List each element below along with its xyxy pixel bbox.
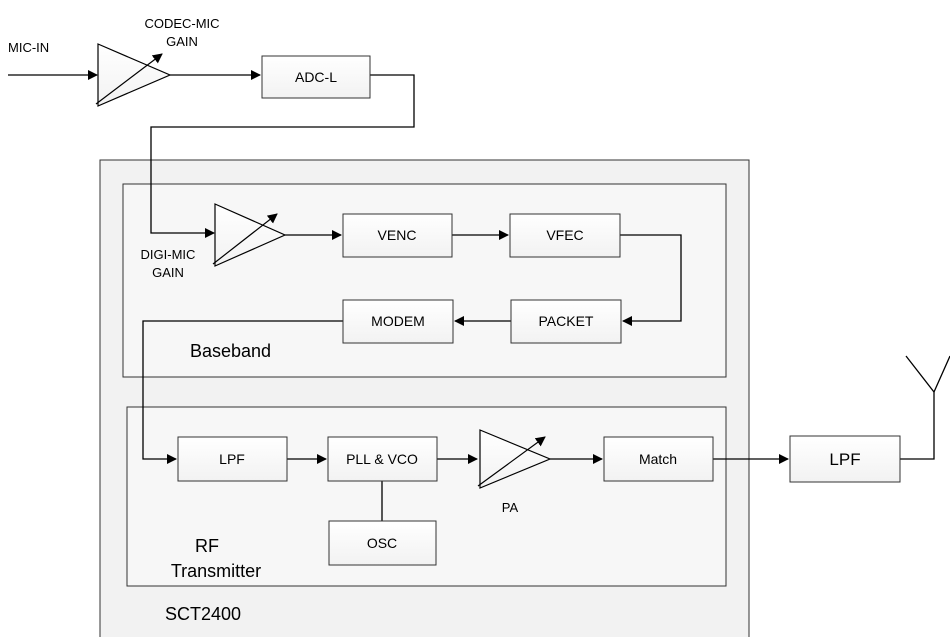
adc-block (261, 55, 371, 99)
codec-mic-gain-amplifier-icon (95, 43, 172, 107)
modem-label: MODEM (371, 313, 425, 329)
codec-gain-label-line1: CODEC-MIC (144, 16, 219, 31)
lpf-to-antenna-line (900, 392, 935, 460)
pa-label: PA (502, 500, 519, 515)
vfec-block (509, 213, 621, 258)
osc-label: OSC (367, 535, 397, 551)
digi-mic-gain-amplifier-icon (212, 203, 287, 267)
rf-label: RF (195, 536, 219, 556)
modem-block (342, 299, 454, 344)
pll-vco-label: PLL & VCO (346, 451, 418, 467)
vfec-label: VFEC (546, 227, 583, 243)
venc-label: VENC (378, 227, 417, 243)
modem-to-lpf-line (142, 320, 343, 464)
osc-block (328, 520, 437, 566)
antenna-icon (905, 355, 950, 394)
lpf-external-block (789, 435, 901, 483)
baseband-label: Baseband (190, 341, 271, 361)
pa-amplifier-icon (477, 429, 552, 489)
adc-label: ADC-L (295, 69, 337, 85)
codec-gain-label-line2: GAIN (166, 34, 198, 49)
match-label: Match (639, 451, 677, 467)
venc-block (342, 213, 453, 258)
digi-gain-label-line1: DIGI-MIC (141, 247, 196, 262)
vfec-to-packet-line (620, 234, 682, 326)
mic-in-label: MIC-IN (8, 40, 49, 55)
pll-vco-block (327, 436, 438, 482)
match-block (603, 436, 714, 482)
adc-to-digi-gain-line (150, 74, 415, 238)
lpf-external-label: LPF (829, 450, 860, 469)
lpf-internal-label: LPF (219, 451, 245, 467)
packet-block (510, 299, 622, 344)
transmitter-label: Transmitter (171, 561, 261, 581)
chip-label: SCT2400 (165, 604, 241, 624)
packet-label: PACKET (539, 313, 594, 329)
digi-gain-label-line2: GAIN (152, 265, 184, 280)
lpf-internal-block (177, 436, 288, 482)
